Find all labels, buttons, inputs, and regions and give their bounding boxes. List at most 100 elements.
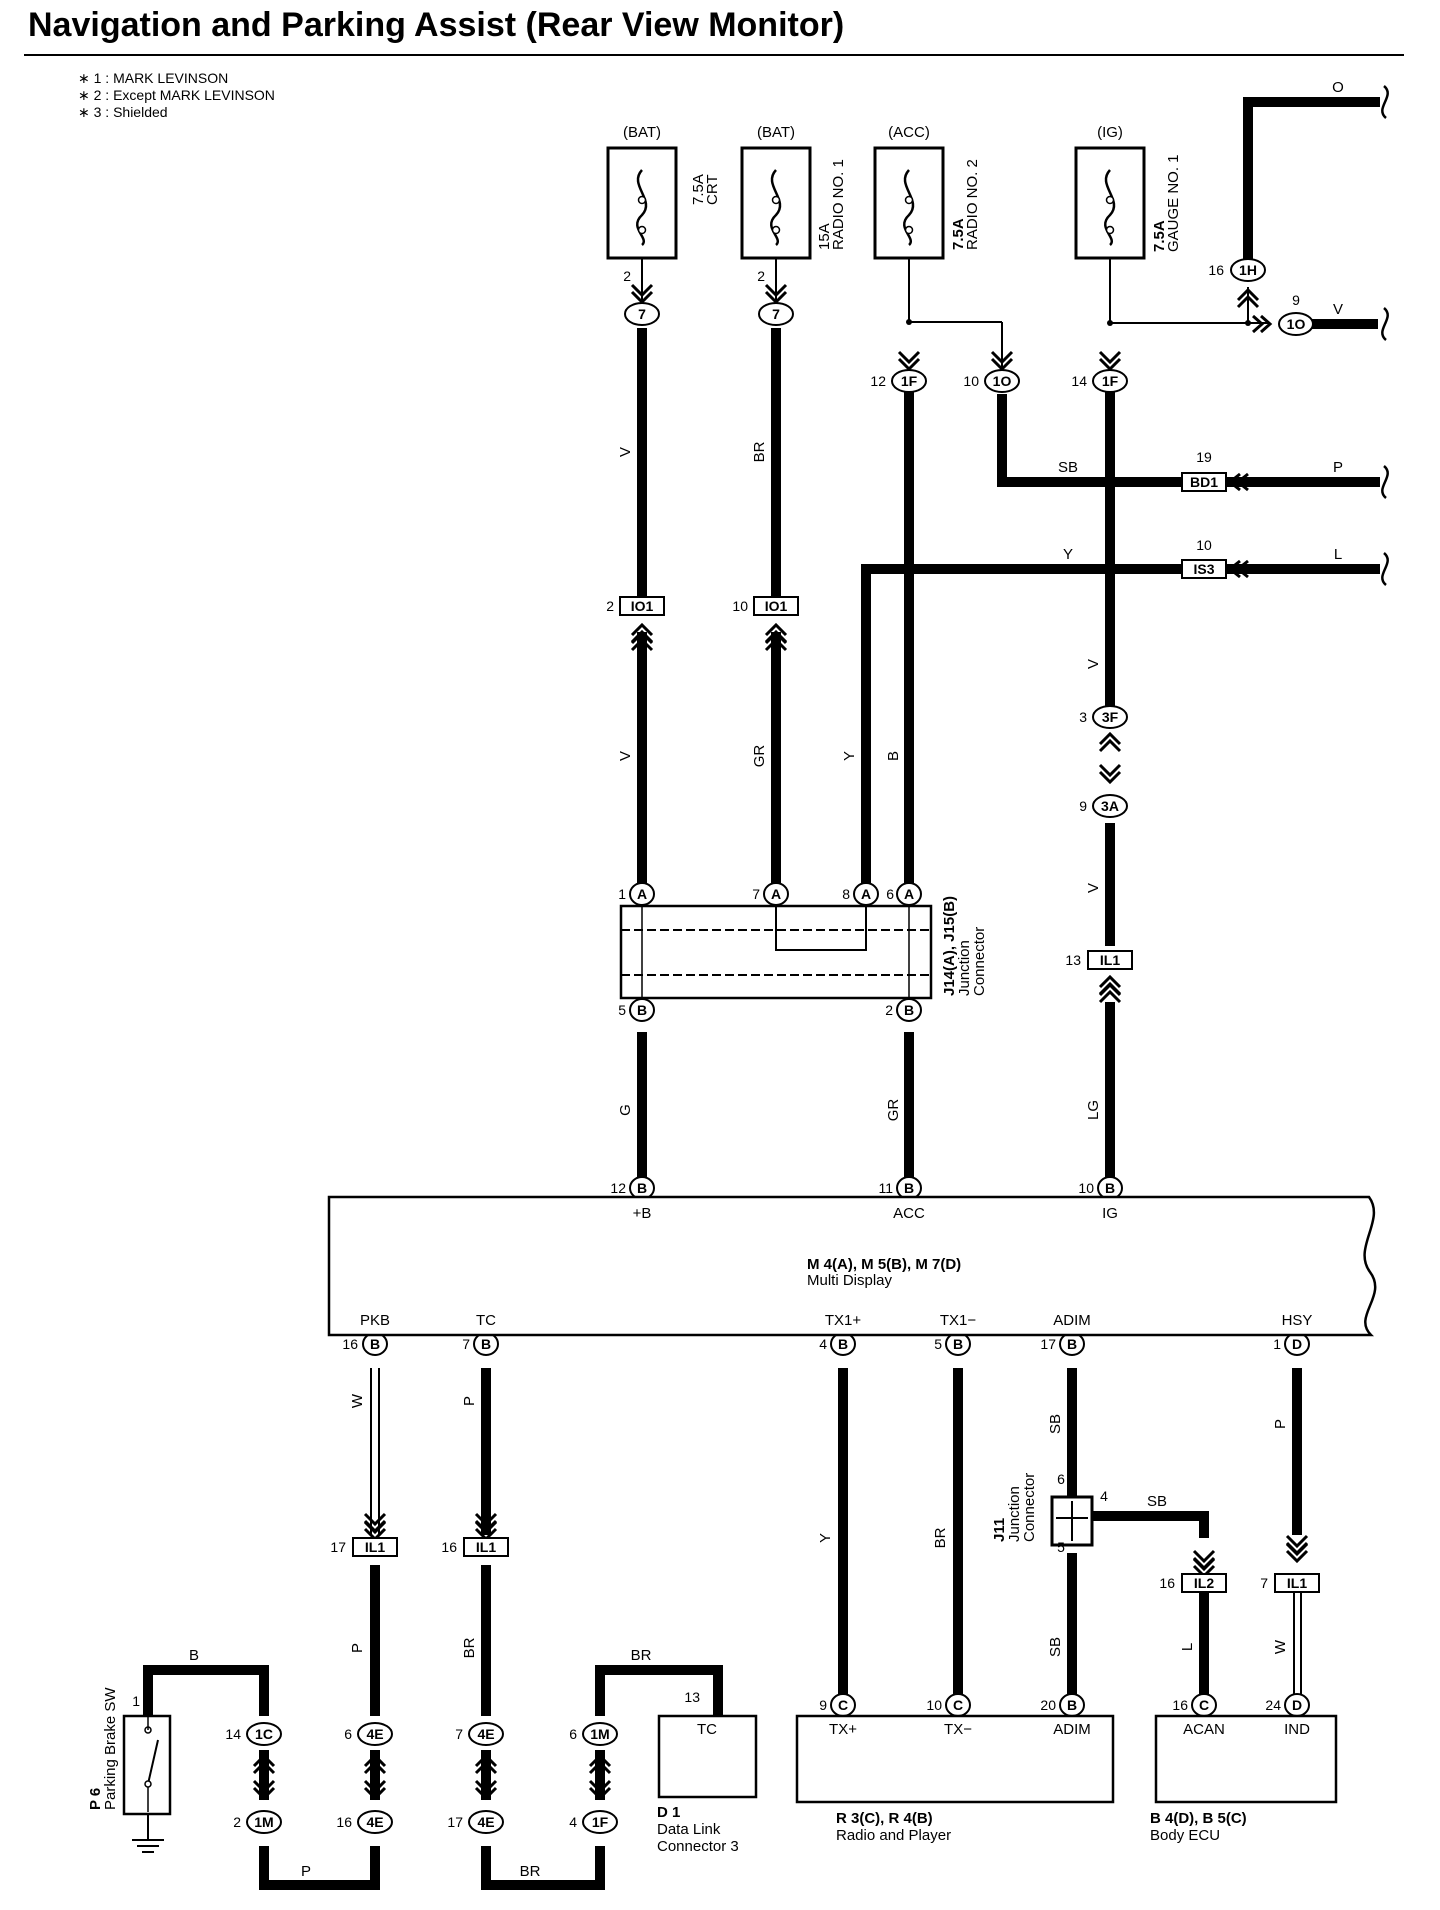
radio-pin-c10: C 10 — [926, 1693, 971, 1717]
thin-wires — [370, 358, 1302, 1696]
terminal-label: +B — [633, 1205, 652, 1222]
svg-text:4: 4 — [569, 1814, 577, 1830]
fuse-source-label: (ACC) — [888, 124, 930, 141]
fuse-crt: (BAT) 7.5A CRT — [606, 124, 721, 260]
svg-text:1O: 1O — [1287, 316, 1306, 332]
radio-id: R 3(C), R 4(B) — [836, 1810, 933, 1827]
svg-text:13: 13 — [1065, 952, 1081, 968]
connector-1o: 1O 10 — [963, 369, 1020, 393]
svg-text:IS3: IS3 — [1193, 561, 1214, 577]
svg-text:10: 10 — [1196, 537, 1212, 553]
svg-text:P: P — [1272, 1419, 1289, 1429]
svg-text:12: 12 — [870, 373, 886, 389]
svg-text:4: 4 — [1100, 1488, 1108, 1504]
wire-end-breaks — [1381, 85, 1389, 586]
data-link-connector: TC 13 D 1 Data Link Connector 3 — [657, 1689, 758, 1855]
j11-id: J11 — [991, 1518, 1008, 1542]
svg-text:7: 7 — [455, 1726, 463, 1742]
parking-brake-switch: 1 P 6 Parking Brake SW — [87, 1687, 172, 1853]
footnote-2: ∗ 2 : Except MARK LEVINSON — [78, 87, 275, 103]
svg-text:16: 16 — [342, 1336, 358, 1352]
svg-text:B: B — [953, 1336, 963, 1352]
svg-text:P: P — [301, 1863, 311, 1880]
svg-text:1: 1 — [1273, 1336, 1281, 1352]
terminal-label: TX+ — [829, 1721, 857, 1738]
svg-text:W: W — [349, 1393, 366, 1408]
fuse-source-label: (BAT) — [623, 124, 661, 141]
junction-pin-a1: A 1 — [618, 882, 655, 906]
svg-text:V: V — [617, 447, 634, 457]
svg-text:16: 16 — [441, 1539, 457, 1555]
svg-text:4E: 4E — [366, 1814, 383, 1830]
terminal-label: TC — [697, 1721, 717, 1738]
fuse-rating: 7.5A — [690, 174, 707, 205]
junction-pin-b2: B 2 — [885, 998, 922, 1022]
svg-text:BR: BR — [461, 1637, 478, 1658]
fuse-name: RADIO NO. 2 — [964, 159, 981, 250]
svg-text:B: B — [637, 1002, 647, 1018]
svg-text:A: A — [904, 886, 914, 902]
md-pin-b16: B 16 — [342, 1332, 388, 1356]
connector-1m: 1M 6 — [569, 1722, 618, 1746]
connector-bd1: BD1 19 — [1181, 449, 1227, 492]
connector-il1: IL1 7 — [1260, 1573, 1320, 1593]
svg-text:V: V — [1085, 659, 1102, 669]
svg-text:1H: 1H — [1239, 262, 1257, 278]
svg-text:B: B — [904, 1002, 914, 1018]
fuse-rating: 7.5A — [1151, 220, 1168, 252]
svg-text:IL1: IL1 — [1287, 1575, 1307, 1591]
svg-text:2: 2 — [606, 598, 614, 614]
svg-text:17: 17 — [447, 1814, 463, 1830]
junction-connector-id: J14(A), J15(B) — [941, 896, 958, 996]
fuse-name: RADIO NO. 1 — [830, 159, 847, 250]
arrow-left-icon — [1227, 472, 1249, 492]
fuse-name: GAUGE NO. 1 — [1165, 154, 1182, 252]
terminal-label: TX− — [944, 1721, 972, 1738]
svg-text:IL1: IL1 — [476, 1539, 496, 1555]
md-pin-b12: B 12 — [610, 1176, 655, 1200]
svg-text:Y: Y — [841, 751, 858, 761]
junction-connector-j14-j15: J14(A), J15(B) Junction Connector — [619, 896, 988, 1000]
svg-text:7: 7 — [462, 1336, 470, 1352]
svg-text:IL2: IL2 — [1194, 1575, 1214, 1591]
connector-4e: 4E 17 — [447, 1810, 504, 1834]
fuse-gauge-no1: (IG) 7.5A GAUGE NO. 1 — [1074, 124, 1182, 260]
svg-text:6: 6 — [569, 1726, 577, 1742]
md-pin-b5: B 5 — [934, 1332, 971, 1356]
dlc-name: Data Link — [657, 1821, 721, 1838]
svg-text:10: 10 — [926, 1697, 942, 1713]
svg-text:B: B — [838, 1336, 848, 1352]
svg-text:L: L — [1334, 546, 1342, 563]
md-pin-b10: B 10 — [1078, 1176, 1123, 1200]
fuse-source-label: (BAT) — [757, 124, 795, 141]
svg-text:B: B — [1067, 1697, 1077, 1713]
connector-1f: 1F 14 — [1071, 369, 1128, 393]
svg-text:2: 2 — [233, 1814, 241, 1830]
svg-text:5: 5 — [618, 1002, 626, 1018]
fuse-rating: 15A — [816, 223, 833, 250]
wire-color-labels: O V P L SB Y V BR V GR Y B V V G GR LG W… — [189, 79, 1344, 1880]
svg-text:6: 6 — [344, 1726, 352, 1742]
switch-icon — [147, 1739, 159, 1785]
svg-text:4E: 4E — [366, 1726, 383, 1742]
fuse-rating: 7.5A — [950, 218, 967, 250]
ecu-pin-d24: D 24 — [1265, 1693, 1310, 1717]
connector-ovals: 7 2 7 2 1F 12 1O 10 1F 14 1H — [225, 258, 1314, 1834]
fuse-source-label: (IG) — [1097, 124, 1123, 141]
svg-text:6: 6 — [886, 886, 894, 902]
svg-text:10: 10 — [1078, 1180, 1094, 1196]
svg-text:1F: 1F — [592, 1814, 609, 1830]
svg-text:C: C — [838, 1697, 848, 1713]
connector-1f: 1F 4 — [569, 1810, 618, 1834]
connector-io1: IO1 10 — [732, 596, 799, 616]
md-pin-d1: D 1 — [1273, 1332, 1310, 1356]
arrow-down-icon — [1192, 1549, 1216, 1570]
svg-text:5: 5 — [1057, 1539, 1065, 1555]
junction-pin-a7: A 7 — [752, 882, 789, 906]
svg-text:6: 6 — [1057, 1471, 1065, 1487]
radio-pin-c9: C 9 — [819, 1693, 856, 1717]
svg-text:10: 10 — [963, 373, 979, 389]
svg-text:7: 7 — [1260, 1575, 1268, 1591]
body-ecu-id: B 4(D), B 5(C) — [1150, 1810, 1247, 1827]
svg-text:IO1: IO1 — [631, 598, 654, 614]
